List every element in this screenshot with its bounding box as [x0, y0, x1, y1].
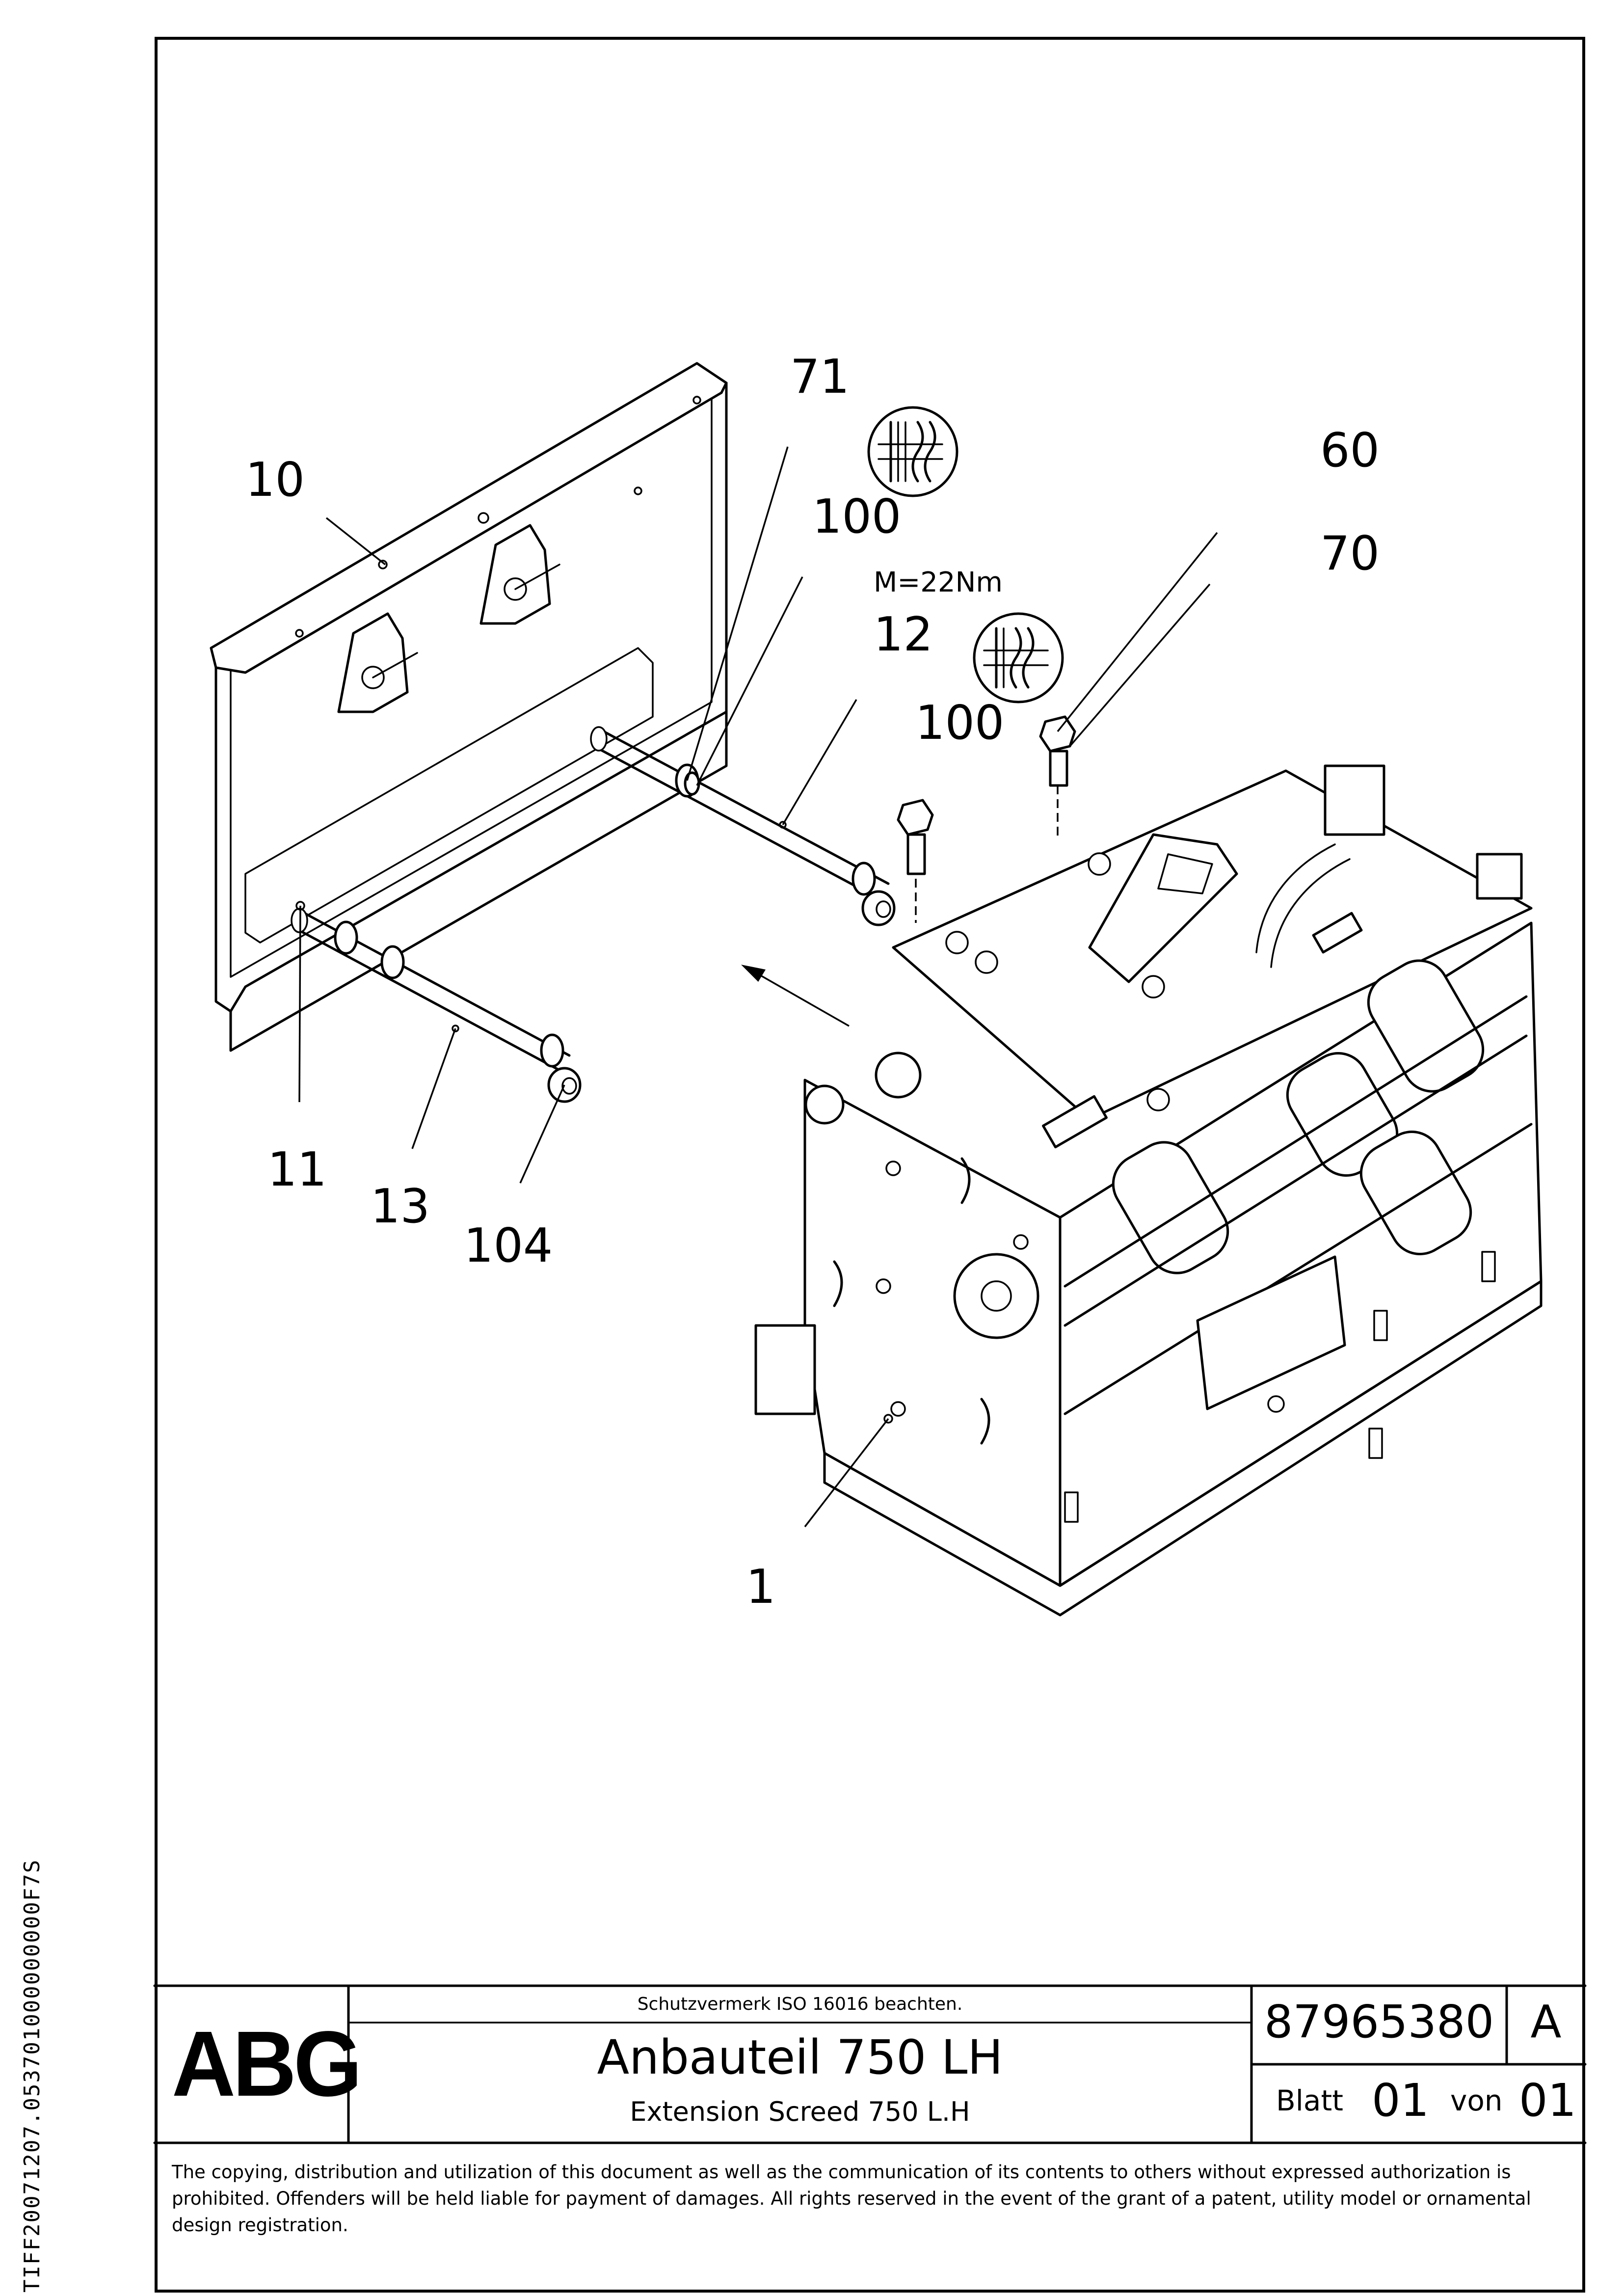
drawing-title: Anbauteil 750 LH: [597, 2030, 1003, 2085]
sheet-label: Blatt: [1276, 2084, 1343, 2117]
sheet-number: 01: [1372, 2074, 1430, 2127]
bracket-plate: [210, 362, 728, 1052]
leader-lines: [298, 446, 1218, 1528]
callout-100-upper: 100: [812, 490, 901, 544]
drawing-subtitle: Extension Screed 750 L.H: [630, 2096, 970, 2127]
callout-60: 60: [1320, 424, 1380, 478]
callout-104: 104: [464, 1219, 553, 1273]
callout-10: 10: [245, 453, 305, 507]
legal-notice: The copying, distribution and utilizatio…: [172, 2161, 1531, 2236]
callout-100-lower: 100: [915, 696, 1004, 750]
assembly-direction-arrow: [741, 965, 850, 1027]
torque-label: M=22Nm: [874, 567, 1003, 598]
part-number: 87965380: [1264, 1996, 1494, 2048]
callout-70: 70: [1320, 527, 1380, 581]
bolts: [897, 715, 1076, 923]
of-label: von: [1450, 2084, 1503, 2117]
callout-1: 1: [746, 1560, 775, 1614]
title-block-grid: [153, 1984, 1587, 2144]
callout-71: 71: [790, 350, 850, 404]
upper-pin-assembly: [590, 726, 896, 926]
torque-symbol-2: [973, 612, 1064, 703]
company-logo: ABG: [172, 2012, 362, 2116]
sheet-total: 01: [1519, 2074, 1577, 2127]
callout-11: 11: [267, 1143, 327, 1197]
callout-12: 12: [874, 608, 933, 662]
callout-13: 13: [371, 1180, 430, 1234]
drawing-frame: [155, 37, 1585, 2293]
screed-housing: [754, 764, 1543, 1617]
torque-symbol-1: [867, 406, 958, 497]
protection-note: Schutzvermerk ISO 16016 beachten.: [637, 1994, 963, 2014]
revision-letter: A: [1530, 1996, 1562, 2048]
